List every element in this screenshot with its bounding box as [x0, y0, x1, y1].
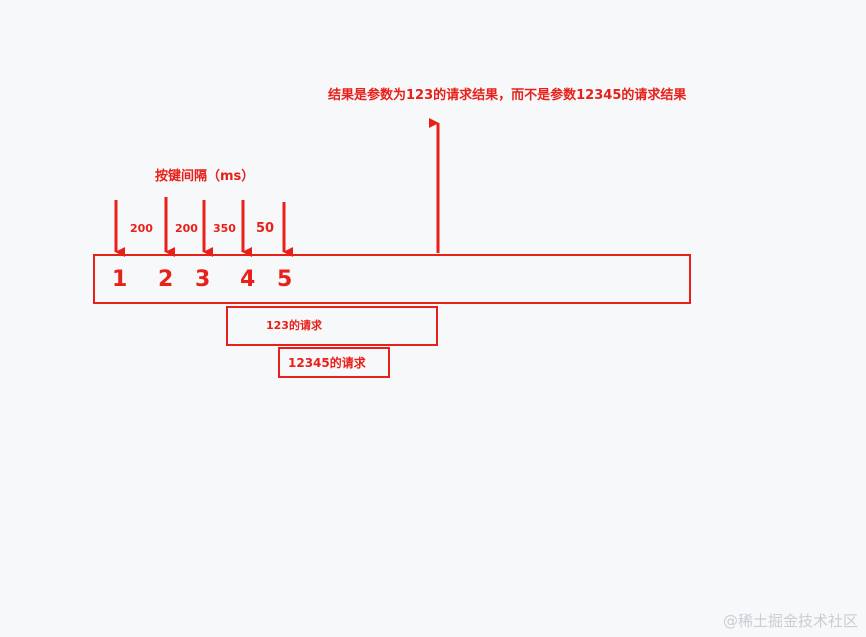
key-number: 2	[158, 267, 173, 292]
key-number: 5	[277, 267, 292, 292]
interval-label: 50	[256, 221, 274, 236]
interval-label: 200	[130, 222, 153, 235]
timeline-box	[93, 254, 691, 304]
interval-label: 200	[175, 222, 198, 235]
request-box-123	[226, 306, 438, 346]
request-box-12345	[278, 347, 390, 378]
watermark: @稀土掘金技术社区	[722, 612, 858, 630]
interval-title: 按键间隔（ms）	[155, 168, 254, 184]
key-number: 1	[112, 267, 127, 292]
key-number: 4	[240, 267, 255, 292]
request-label-12345: 12345的请求	[288, 355, 367, 370]
result-note: 结果是参数为123的请求结果，而不是参数12345的请求结果	[328, 87, 686, 103]
interval-label: 350	[213, 222, 236, 235]
request-label-123: 123的请求	[266, 318, 323, 332]
key-number: 3	[195, 267, 210, 292]
